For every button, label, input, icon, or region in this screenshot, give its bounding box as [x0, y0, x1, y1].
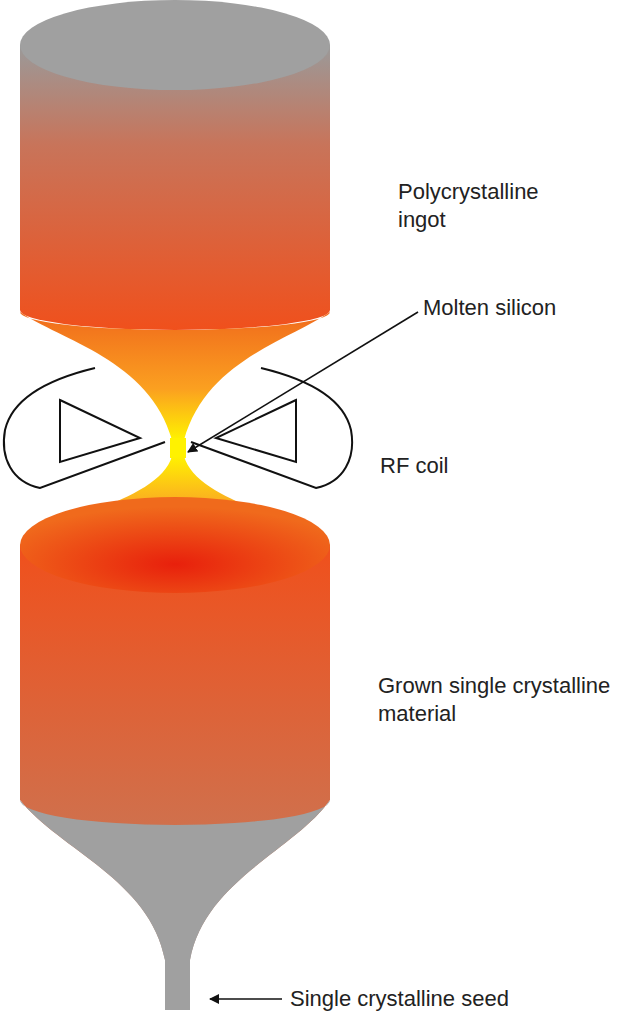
- ingot-top: [20, 0, 330, 90]
- rf-coil: [4, 368, 352, 488]
- part-label: Grown single crystalline material: [378, 672, 613, 727]
- part-label: Single crystalline seed: [290, 985, 610, 1013]
- crystal-body: [20, 545, 330, 1010]
- molten-zone: [170, 438, 186, 458]
- part-label: Polycrystalline ingot: [398, 178, 588, 233]
- crystal-top: [20, 497, 330, 593]
- seed-cone: [20, 800, 330, 1010]
- part-label: RF coil: [380, 452, 530, 480]
- leader-arrow: [210, 998, 282, 1000]
- leader-arrow: [188, 312, 418, 452]
- part-label: Molten silicon: [423, 294, 613, 322]
